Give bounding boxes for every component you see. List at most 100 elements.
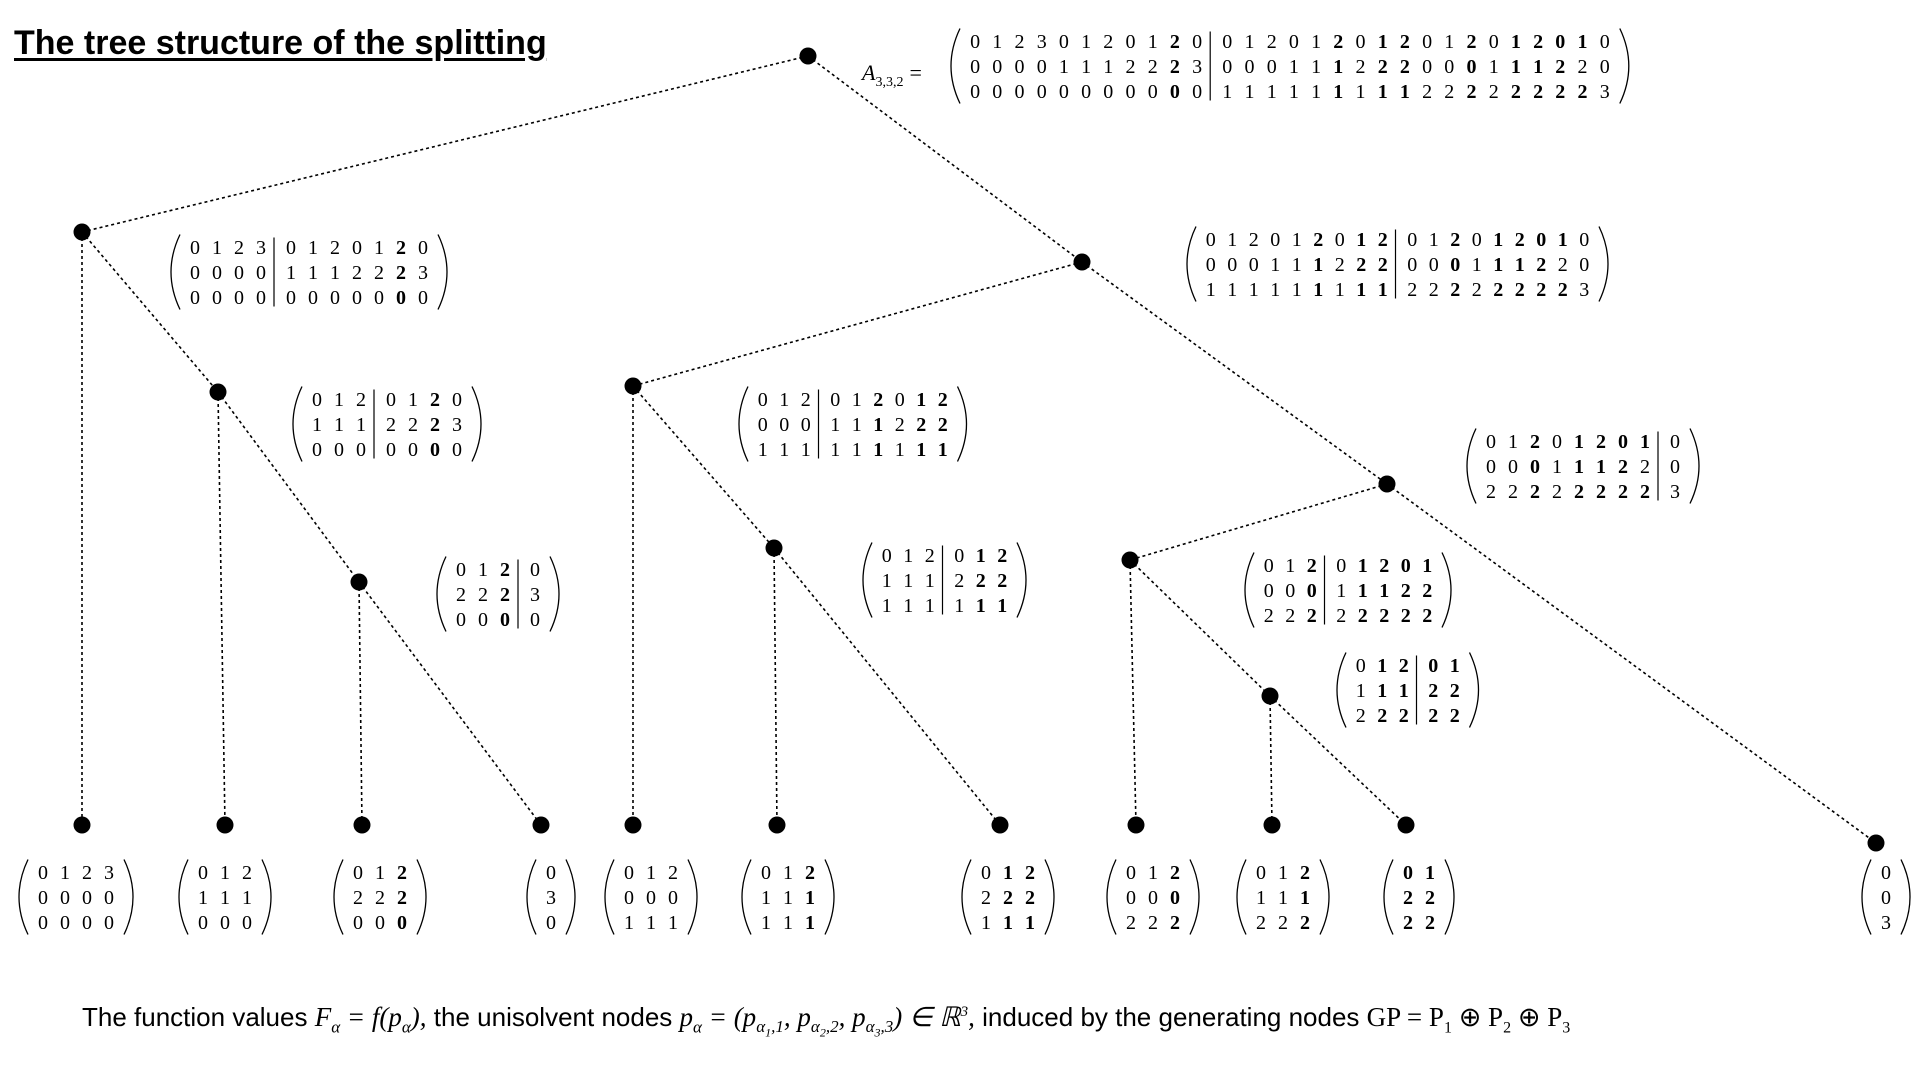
matrix-cell: 2 <box>1358 605 1368 627</box>
tree-node-R4 <box>1261 687 1279 705</box>
matrix-cell: 1 <box>1493 254 1503 276</box>
matrix-cell: 1 <box>1472 254 1482 276</box>
matrix-cell: 2 <box>1450 229 1460 251</box>
matrix-cell: 0 <box>1059 81 1069 103</box>
matrix-cell: 2 <box>1552 481 1562 503</box>
matrix-cell: 1 <box>761 887 771 909</box>
matrix-cell: 2 <box>396 237 406 259</box>
matrix-cell: 0 <box>456 559 466 581</box>
tree-edge-R4-f9 <box>1269 695 1273 826</box>
matrix-cell: 1 <box>1574 431 1584 453</box>
matrix-cell: 1 <box>668 912 678 934</box>
matrix-cell: 1 <box>1450 655 1460 677</box>
matrix-cell: 0 <box>1249 254 1259 276</box>
matrix-cell: 1 <box>334 389 344 411</box>
matrix-cell: 2 <box>1425 912 1435 934</box>
tree-node-f2 <box>216 816 234 834</box>
matrix-cell: 0 <box>992 81 1002 103</box>
matrix-cell: 0 <box>256 287 266 309</box>
matrix-cell: 0 <box>1267 56 1277 78</box>
matrix-cell: 1 <box>1059 56 1069 78</box>
matrix-cell: 0 <box>1450 254 1460 276</box>
matrix-cell: 0 <box>397 912 407 934</box>
matrix-cell: 0 <box>242 912 252 934</box>
matrix-cell: 1 <box>1333 56 1343 78</box>
matrix-cell: 2 <box>1555 56 1565 78</box>
matrix-cell: 1 <box>308 237 318 259</box>
matrix-cell: 2 <box>386 414 396 436</box>
matrix-cell: 0 <box>1403 862 1413 884</box>
matrix-cell: 1 <box>1003 912 1013 934</box>
matrix-cell: 1 <box>761 912 771 934</box>
matrix-cell: 3 <box>546 887 556 909</box>
matrix-cell: 0 <box>1422 56 1432 78</box>
matrix-cell: 2 <box>1467 81 1477 103</box>
matrix-leaf11: 003 <box>1861 859 1911 935</box>
matrix-cell: 1 <box>925 570 935 592</box>
matrix-cell: 1 <box>334 414 344 436</box>
caption-f-expr: Fα = f(pα), <box>314 1002 427 1037</box>
matrix-cell: 1 <box>805 912 815 934</box>
matrix-cell: 2 <box>1533 81 1543 103</box>
matrix-cell: 0 <box>212 262 222 284</box>
matrix-cell: 1 <box>624 912 634 934</box>
tree-node-L3 <box>350 573 368 591</box>
matrix-cell: 2 <box>1356 705 1366 727</box>
matrix-cell: 2 <box>938 414 948 436</box>
caption-gp-expr: GP = P1 ⊕ P2 ⊕ P3 <box>1366 1002 1571 1037</box>
matrix-cell: 2 <box>1422 81 1432 103</box>
matrix-cell: 2 <box>82 862 92 884</box>
matrix-cell: 0 <box>374 287 384 309</box>
matrix-cell: 2 <box>456 584 466 606</box>
matrix-cell: 0 <box>1489 31 1499 53</box>
matrix-cell: 2 <box>1378 56 1388 78</box>
matrix-cell: 1 <box>1640 431 1650 453</box>
matrix-cell: 0 <box>1467 56 1477 78</box>
matrix-cell: 2 <box>1536 254 1546 276</box>
matrix-cell: 2 <box>1425 887 1435 909</box>
caption-part1: The function values <box>82 1002 308 1032</box>
matrix-cell: 2 <box>1530 431 1540 453</box>
matrix-cell: 0 <box>1579 254 1589 276</box>
matrix-cell: 1 <box>916 439 926 461</box>
matrix-cell: 1 <box>1222 81 1232 103</box>
matrix-cell: 0 <box>1270 229 1280 251</box>
matrix-cell: 0 <box>1285 580 1295 602</box>
matrix-cell: 1 <box>938 439 948 461</box>
matrix-cell: 0 <box>1081 81 1091 103</box>
matrix-cell: 2 <box>1300 862 1310 884</box>
caption-part3: induced by the generating nodes <box>982 1002 1360 1032</box>
matrix-cell: 2 <box>1640 481 1650 503</box>
matrix-cell: 2 <box>1170 56 1180 78</box>
matrix-cell: 1 <box>1206 279 1216 301</box>
matrix-cell: 0 <box>330 287 340 309</box>
matrix-cell: 2 <box>330 237 340 259</box>
matrix-cell: 2 <box>895 414 905 436</box>
root-label-letter: A <box>860 60 876 85</box>
matrix-cell: 0 <box>38 862 48 884</box>
matrix-cell: 1 <box>212 237 222 259</box>
matrix-cell: 1 <box>903 595 913 617</box>
matrix-cell: 2 <box>1467 31 1477 53</box>
matrix-cell: 2 <box>1249 229 1259 251</box>
matrix-cell: 1 <box>783 862 793 884</box>
matrix-cell: 1 <box>954 595 964 617</box>
matrix-cell: 0 <box>758 414 768 436</box>
matrix-cell: 0 <box>1222 56 1232 78</box>
matrix-cell: 2 <box>1278 912 1288 934</box>
matrix-cell: 1 <box>1533 56 1543 78</box>
matrix-cell: 1 <box>374 237 384 259</box>
matrix-cell: 0 <box>1356 31 1366 53</box>
matrix-cell: 0 <box>478 609 488 631</box>
matrix-cell: 2 <box>1148 56 1158 78</box>
matrix-cell: 2 <box>1493 279 1503 301</box>
matrix-cell: 0 <box>1037 81 1047 103</box>
tree-node-root <box>799 47 817 65</box>
matrix-cell: 2 <box>1558 254 1568 276</box>
matrix-cell: 2 <box>1400 56 1410 78</box>
matrix-cell: 0 <box>1206 229 1216 251</box>
